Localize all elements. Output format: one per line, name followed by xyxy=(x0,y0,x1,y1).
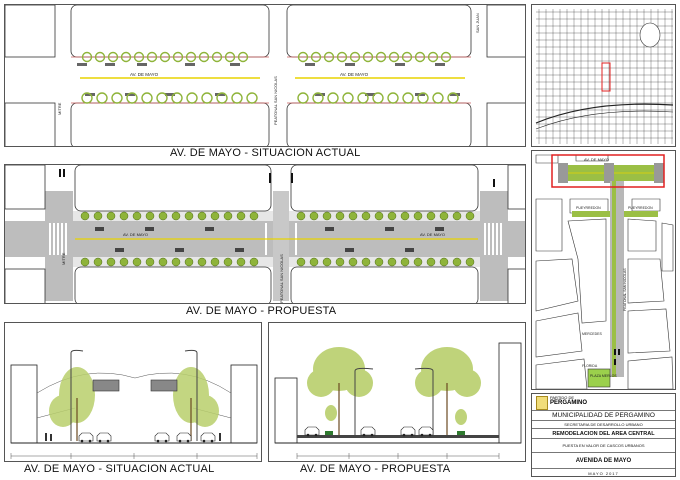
loc-label-florida: FLORIDA xyxy=(582,364,598,368)
location-map-drawing: AV. DE MAYO PUEYRREDON PUEYRREDON PEATON… xyxy=(535,154,674,389)
caption-plan-actual: AV. DE MAYO - SITUACION ACTUAL xyxy=(170,147,361,159)
prop-street-label-main-left: AV. DE MAYO xyxy=(123,232,148,237)
street-label-left: MITRE xyxy=(57,102,62,115)
prop-building-left xyxy=(274,377,298,444)
tb-partido: PARTIDO DE xyxy=(550,395,575,400)
section-actual-cars xyxy=(78,432,216,442)
building-left xyxy=(10,364,38,444)
block-prop-bottom-far xyxy=(507,268,525,303)
city-logo xyxy=(536,396,548,410)
tb-sheet: AVENIDA DE MAYO xyxy=(532,452,675,469)
prop-street-label-main-right: AV. DE MAYO xyxy=(420,232,445,237)
block-bottom-left xyxy=(5,102,56,146)
prop-street-label-mid: PEATONAL SAN NICOLAS xyxy=(279,254,284,303)
loc-highlight-box xyxy=(551,154,665,188)
plan-actual-panel: AV. DE MAYO AV. DE MAYO MITRE PEATONAL S… xyxy=(4,4,526,147)
loc-label-pueyrredon-right: PUEYRREDON xyxy=(628,206,653,210)
block-prop-bottom-center xyxy=(74,266,272,303)
sign-left xyxy=(92,379,120,392)
block-prop-bottom-right xyxy=(290,266,479,303)
block-prop-bottom-left xyxy=(5,268,46,303)
caption-plan-propuesta: AV. DE MAYO - PROPUESTA xyxy=(186,305,337,317)
asphalt-cross-mid xyxy=(273,191,289,301)
street-label-right: SAN JUAN xyxy=(475,13,480,33)
block-bottom-far xyxy=(486,102,525,146)
plan-propuesta-panel: AV. DE MAYO AV. DE MAYO MITRE PEATONAL S… xyxy=(4,164,526,304)
loc-label-mercedes: MERCEDES xyxy=(582,332,603,336)
street-label-main-right: AV. DE MAYO xyxy=(340,72,369,77)
loc-label-avmayo: AV. DE MAYO xyxy=(584,157,609,162)
city-key-map xyxy=(531,4,676,147)
tb-project: REMODELACION DEL AREA CENTRAL xyxy=(532,428,675,439)
section-actual-trees xyxy=(49,367,219,427)
block-bottom-right xyxy=(286,102,472,146)
section-actual-panel xyxy=(4,322,262,462)
trees-top-row xyxy=(81,51,452,63)
street-label-mid: PEATONAL SAN NICOLAS xyxy=(273,76,278,125)
block-prop-top-left xyxy=(5,165,46,210)
section-prop-trees xyxy=(307,347,481,425)
prop-trees-top xyxy=(80,211,475,221)
street-label-main-left: AV. DE MAYO xyxy=(130,72,159,77)
section-actual-drawing xyxy=(10,349,258,459)
tb-subproject: PUESTA EN VALOR DE CASCOS URBANOS xyxy=(532,438,675,453)
block-prop-top-far xyxy=(507,165,525,210)
loc-label-pueyrredon-left: PUEYRREDON xyxy=(576,206,601,210)
section-prop-cars xyxy=(304,426,434,436)
tb-logo-row: PARTIDO DE PERGAMINO xyxy=(532,394,675,410)
loc-label-plaza: PLAZA MERLOS xyxy=(590,374,617,378)
tb-municipality: MUNICIPALIDAD DE PERGAMINO xyxy=(532,410,675,421)
tb-city: PERGAMINO xyxy=(550,400,588,406)
plan-actual-drawing: AV. DE MAYO AV. DE MAYO MITRE PEATONAL S… xyxy=(5,5,525,146)
plan-propuesta-drawing: AV. DE MAYO AV. DE MAYO MITRE PEATONAL S… xyxy=(5,165,525,303)
key-map-area-marker xyxy=(601,62,611,92)
block-top-right xyxy=(286,5,472,58)
tb-date: MAYO 2017 xyxy=(532,468,675,476)
city-grid-drawing xyxy=(535,9,674,144)
block-bottom-center xyxy=(70,102,270,146)
block-top-far xyxy=(486,5,525,58)
building-right xyxy=(230,364,258,444)
block-top-center xyxy=(70,5,270,58)
block-top-left xyxy=(5,5,56,58)
loc-label-peatonal: PEATONAL SAN NICOLAS xyxy=(623,268,627,311)
section-propuesta-panel xyxy=(268,322,526,462)
prop-building-right xyxy=(498,342,522,444)
tb-secretaria: SECRETARIA DE DESARROLLO URBANO xyxy=(532,420,675,429)
caption-section-propuesta: AV. DE MAYO - PROPUESTA xyxy=(300,463,451,475)
block-prop-top-right xyxy=(290,165,479,212)
prop-trees-bottom xyxy=(80,257,475,267)
sign-right xyxy=(150,379,178,392)
section-propuesta-drawing xyxy=(274,342,522,459)
block-prop-top-center xyxy=(74,165,272,212)
caption-section-actual: AV. DE MAYO - SITUACION ACTUAL xyxy=(24,463,215,475)
title-block: PARTIDO DE PERGAMINO MUNICIPALIDAD DE PE… xyxy=(531,393,676,477)
loc-plaza xyxy=(587,368,611,388)
location-map: AV. DE MAYO PUEYRREDON PUEYRREDON PEATON… xyxy=(531,150,676,390)
prop-street-label-left: MITRE xyxy=(61,252,66,265)
trees-bottom-row xyxy=(81,92,459,104)
